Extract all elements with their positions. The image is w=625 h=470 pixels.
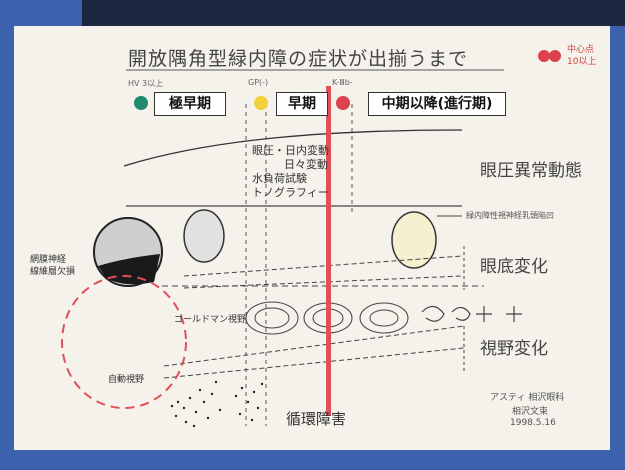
stage-1-small: HV 3以上 bbox=[128, 79, 164, 88]
auto-perimetry-label: 自動視野 bbox=[108, 375, 145, 385]
fundus-trend-1 bbox=[183, 255, 463, 277]
stage-3-dot bbox=[336, 96, 350, 110]
stage-divider bbox=[326, 86, 331, 416]
row-fundus-label: 眼底変化 bbox=[480, 257, 548, 277]
legend-label-2: 10以上 bbox=[567, 57, 597, 67]
field-trend-1 bbox=[163, 325, 465, 367]
legend-label-1: 中心点 bbox=[567, 45, 595, 55]
legend-dot-2 bbox=[549, 50, 561, 62]
goldmann-label: ゴールドマン視野 bbox=[174, 315, 247, 325]
legend-dot-1 bbox=[538, 50, 550, 62]
fundus-sketch-2 bbox=[183, 209, 225, 263]
field-trend-2 bbox=[163, 347, 465, 379]
pressure-note-2: 日々変動 bbox=[284, 158, 328, 171]
stage-1-dot bbox=[134, 96, 148, 110]
credit-line-2: 相沢文束 bbox=[512, 407, 549, 417]
stage-2-small: GP(-) bbox=[248, 78, 269, 87]
field-diagram-1 bbox=[245, 301, 299, 335]
field-diagram-1-inner bbox=[254, 307, 290, 329]
field-diagram-6 bbox=[476, 306, 492, 322]
diagram-artwork bbox=[61, 50, 561, 428]
pressure-note-4: トノグラフィー bbox=[252, 186, 329, 199]
credit-line-3: 1998.5.16 bbox=[510, 418, 556, 428]
circulation-label: 循環障害 bbox=[286, 410, 347, 428]
red-dashed-circle bbox=[61, 275, 187, 409]
stage-1-label: 極早期 bbox=[154, 92, 226, 116]
top-bar bbox=[82, 0, 625, 26]
fundus-note-label: 緑内障性視神経乳頭陥凹 bbox=[466, 211, 554, 220]
pressure-note-3: 水負荷試験 bbox=[252, 172, 307, 185]
stage-3-label: 中期以降(進行期) bbox=[368, 92, 506, 116]
credit-line-1: アスティ 相沢眼科 bbox=[490, 393, 565, 403]
perimetry-dots bbox=[170, 380, 264, 428]
stage-2-dot bbox=[254, 96, 268, 110]
slide: 開放隅角型緑内障の症状が出揃うまで 中心点 10以上 HV 3以上 GP(-) … bbox=[14, 26, 610, 450]
field-diagram-3 bbox=[359, 302, 409, 334]
row-field-label: 視野変化 bbox=[480, 339, 548, 359]
field-diagram-3-inner bbox=[369, 309, 399, 327]
pressure-curve bbox=[123, 129, 463, 167]
field-diagram-7 bbox=[506, 306, 522, 322]
pressure-note-1: 眼圧・日内変動 bbox=[252, 144, 329, 157]
fundus-sketch-3 bbox=[391, 211, 437, 269]
stage-2-label: 早期 bbox=[276, 92, 328, 116]
field-diagram-4 bbox=[421, 305, 445, 322]
retina-label: 網膜神経 線維層欠損 bbox=[30, 255, 76, 277]
field-diagram-5 bbox=[451, 306, 471, 321]
row-pressure-label: 眼圧異常動態 bbox=[480, 161, 582, 181]
fundus-trend-2 bbox=[183, 275, 463, 289]
slide-title: 開放隅角型緑内障の症状が出揃うまで bbox=[128, 48, 469, 70]
stage-3-small: K-Ⅲb- bbox=[332, 78, 353, 87]
